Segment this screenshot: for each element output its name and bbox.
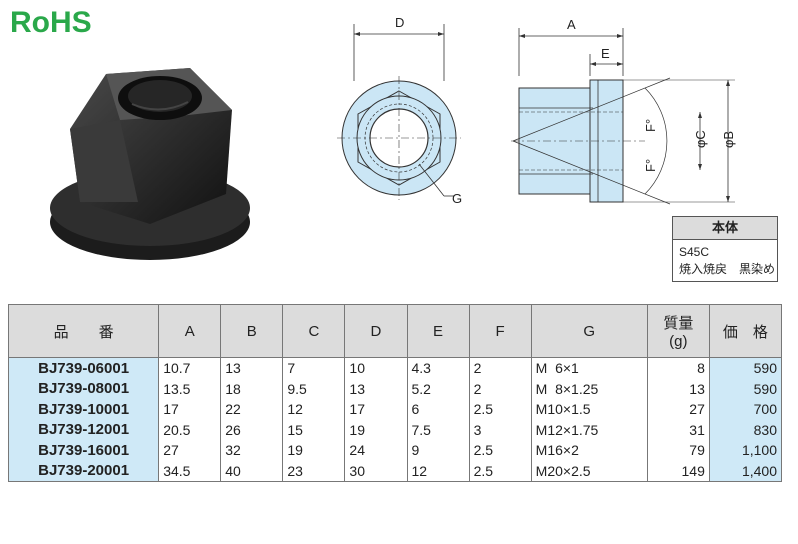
cell-g: M12×1.75	[530, 419, 648, 440]
header-f: F	[468, 304, 532, 358]
cell-part: BJ739-12001	[7, 419, 160, 440]
material-line-1: S45C	[679, 245, 710, 259]
table-header-row: 品 番 A B C D E F G 質量 (g) 価 格	[7, 304, 783, 358]
table-row: BJ739-08001 13.5 18 9.5 13 5.2 2 M 8×1.2…	[7, 378, 783, 399]
cell-mass: 27	[646, 399, 710, 420]
header-c: C	[282, 304, 346, 358]
cell-e: 5.2	[406, 378, 470, 399]
header-e: E	[406, 304, 470, 358]
cell-a: 10.7	[158, 357, 222, 379]
cell-price: 830	[708, 419, 783, 440]
dim-label-d: D	[395, 15, 404, 30]
dim-label-a: A	[567, 17, 576, 32]
cell-c: 7	[282, 357, 346, 379]
cell-e: 9	[406, 440, 470, 461]
front-view-drawing: D G	[337, 15, 462, 206]
side-view-drawing: A E F° F° φC φB	[511, 17, 736, 205]
cell-a: 34.5	[158, 460, 222, 482]
cell-price: 590	[708, 378, 783, 399]
cell-d: 17	[344, 399, 408, 420]
header-d: D	[344, 304, 408, 358]
cell-b: 22	[220, 399, 284, 420]
cell-d: 30	[344, 460, 408, 482]
cell-part: BJ739-08001	[7, 378, 160, 399]
cell-c: 15	[282, 419, 346, 440]
cell-g: M20×2.5	[530, 460, 648, 482]
cell-f: 2	[468, 357, 532, 379]
cell-e: 4.3	[406, 357, 470, 379]
dim-label-g: G	[452, 191, 462, 206]
cell-d: 13	[344, 378, 408, 399]
cell-mass: 31	[646, 419, 710, 440]
cell-e: 7.5	[406, 419, 470, 440]
cell-f: 2.5	[468, 440, 532, 461]
cell-g: M 8×1.25	[530, 378, 648, 399]
cell-c: 12	[282, 399, 346, 420]
cell-e: 12	[406, 460, 470, 482]
dim-label-b: φB	[721, 131, 736, 148]
cell-d: 24	[344, 440, 408, 461]
cell-price: 1,100	[708, 440, 783, 461]
cell-a: 13.5	[158, 378, 222, 399]
rohs-logo: RoHS	[10, 6, 92, 38]
table-row: BJ739-10001 17 22 12 17 6 2.5 M10×1.5 27…	[7, 399, 783, 420]
cell-b: 32	[220, 440, 284, 461]
cell-b: 18	[220, 378, 284, 399]
cell-mass: 79	[646, 440, 710, 461]
cell-c: 19	[282, 440, 346, 461]
header-g: G	[530, 304, 648, 358]
header-mass: 質量 (g)	[646, 304, 710, 358]
cell-c: 23	[282, 460, 346, 482]
table-row: BJ739-20001 34.5 40 23 30 12 2.5 M20×2.5…	[7, 460, 783, 482]
cell-a: 27	[158, 440, 222, 461]
cell-part: BJ739-16001	[7, 440, 160, 461]
header-b: B	[220, 304, 284, 358]
cell-b: 40	[220, 460, 284, 482]
cell-f: 2.5	[468, 460, 532, 482]
cell-g: M10×1.5	[530, 399, 648, 420]
cell-g: M 6×1	[530, 357, 648, 379]
cell-g: M16×2	[530, 440, 648, 461]
table-row: BJ739-12001 20.5 26 15 19 7.5 3 M12×1.75…	[7, 419, 783, 440]
cell-b: 13	[220, 357, 284, 379]
cell-part: BJ739-20001	[7, 460, 160, 482]
cell-part: BJ739-10001	[7, 399, 160, 420]
cell-a: 20.5	[158, 419, 222, 440]
dim-label-f-top: F°	[643, 119, 658, 132]
material-header: 本体	[673, 217, 777, 240]
cell-mass: 149	[646, 460, 710, 482]
cell-f: 3	[468, 419, 532, 440]
cell-d: 19	[344, 419, 408, 440]
header-price: 価 格	[708, 304, 783, 358]
dim-label-e: E	[601, 46, 610, 61]
header-mass-line-2: (g)	[669, 333, 688, 350]
cell-b: 26	[220, 419, 284, 440]
cell-mass: 8	[646, 357, 710, 379]
dim-label-f-bottom: F°	[643, 159, 658, 172]
product-photo	[50, 68, 250, 260]
table-row: BJ739-06001 10.7 13 7 10 4.3 2 M 6×1 8 5…	[7, 357, 783, 379]
header-part: 品 番	[7, 304, 160, 358]
spec-table: 品 番 A B C D E F G 質量 (g) 価 格 BJ739-06001…	[7, 304, 783, 482]
cell-price: 1,400	[708, 460, 783, 482]
table-row: BJ739-16001 27 32 19 24 9 2.5 M16×2 79 1…	[7, 440, 783, 461]
cell-mass: 13	[646, 378, 710, 399]
header-a: A	[158, 304, 222, 358]
cell-price: 590	[708, 357, 783, 379]
cell-e: 6	[406, 399, 470, 420]
cell-price: 700	[708, 399, 783, 420]
cell-part: BJ739-06001	[7, 357, 160, 379]
material-box: 本体 S45C 焼入焼戻 黒染め	[672, 216, 778, 282]
material-body: S45C 焼入焼戻 黒染め	[673, 240, 777, 278]
cell-f: 2	[468, 378, 532, 399]
dim-label-c: φC	[693, 130, 708, 148]
cell-f: 2.5	[468, 399, 532, 420]
cell-c: 9.5	[282, 378, 346, 399]
material-line-2: 焼入焼戻 黒染め	[679, 262, 776, 276]
cell-a: 17	[158, 399, 222, 420]
cell-d: 10	[344, 357, 408, 379]
header-mass-line-1: 質量	[663, 315, 694, 332]
rohs-logo-text: RoHS	[10, 6, 92, 38]
